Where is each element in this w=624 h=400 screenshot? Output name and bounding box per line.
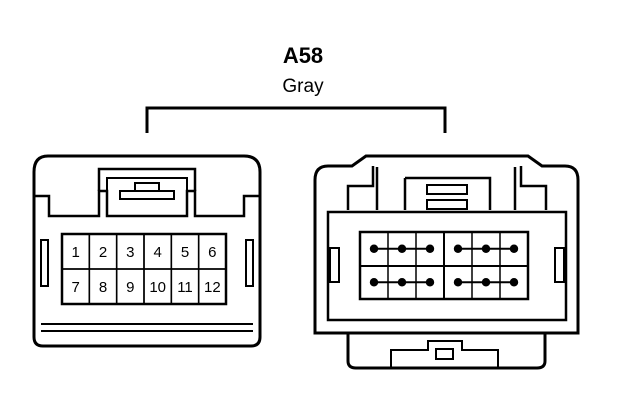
right-cavity-cells (369, 232, 519, 299)
right-connector-face (313, 154, 580, 370)
pin-number: 7 (71, 279, 79, 296)
right-bottom-tab (346, 333, 547, 370)
terminal-dot (397, 278, 407, 287)
pin-cell (197, 268, 227, 305)
terminal-dot (453, 244, 463, 253)
left-connector-body (32, 154, 262, 348)
left-lock-housing (97, 167, 197, 191)
left-side-guide-left (40, 239, 49, 287)
terminal-dot (481, 278, 491, 287)
left-lock-inner (106, 177, 188, 191)
pin-number: 11 (177, 279, 193, 296)
connector-id-label: A58 (283, 43, 323, 68)
right-cavity-dividers (360, 232, 528, 299)
pin-number: 6 (208, 244, 216, 261)
terminal-dot (369, 278, 379, 287)
terminal-dot (425, 244, 435, 253)
view-bracket (145, 106, 447, 133)
terminal-dot (509, 244, 519, 253)
pin-number: 5 (181, 244, 189, 261)
left-lock-lip (119, 190, 175, 200)
terminal-dot (425, 278, 435, 287)
right-connector-body (313, 154, 580, 335)
pin-number: 1 (71, 244, 79, 261)
terminal-dot (509, 278, 519, 287)
left-lock-tab (134, 182, 160, 192)
pin-number: 10 (149, 279, 166, 296)
terminal-dot (397, 244, 407, 253)
terminal-dot (453, 278, 463, 287)
right-top-housing (346, 166, 548, 210)
right-side-guide-right (554, 247, 565, 283)
terminal-dot (481, 244, 491, 253)
connector-color-label: Gray (282, 76, 324, 97)
pin-number: 4 (153, 244, 161, 261)
right-side-guide-left (329, 247, 340, 283)
right-latch-button (435, 348, 454, 360)
left-bottom-rail (41, 323, 253, 332)
right-lock-slot-lower (426, 199, 468, 210)
pin-number: 9 (126, 279, 134, 296)
left-side-guide-right (245, 239, 254, 287)
pin-number: 12 (204, 279, 221, 296)
right-latch (390, 340, 499, 368)
pin-number: 3 (126, 244, 134, 261)
pin-number: 8 (99, 279, 107, 296)
right-inner-frame (326, 210, 568, 322)
pin-number: 2 (99, 244, 107, 261)
left-inner-frame (34, 189, 260, 218)
terminal-dot (369, 244, 379, 253)
right-lock-slot (426, 184, 468, 195)
